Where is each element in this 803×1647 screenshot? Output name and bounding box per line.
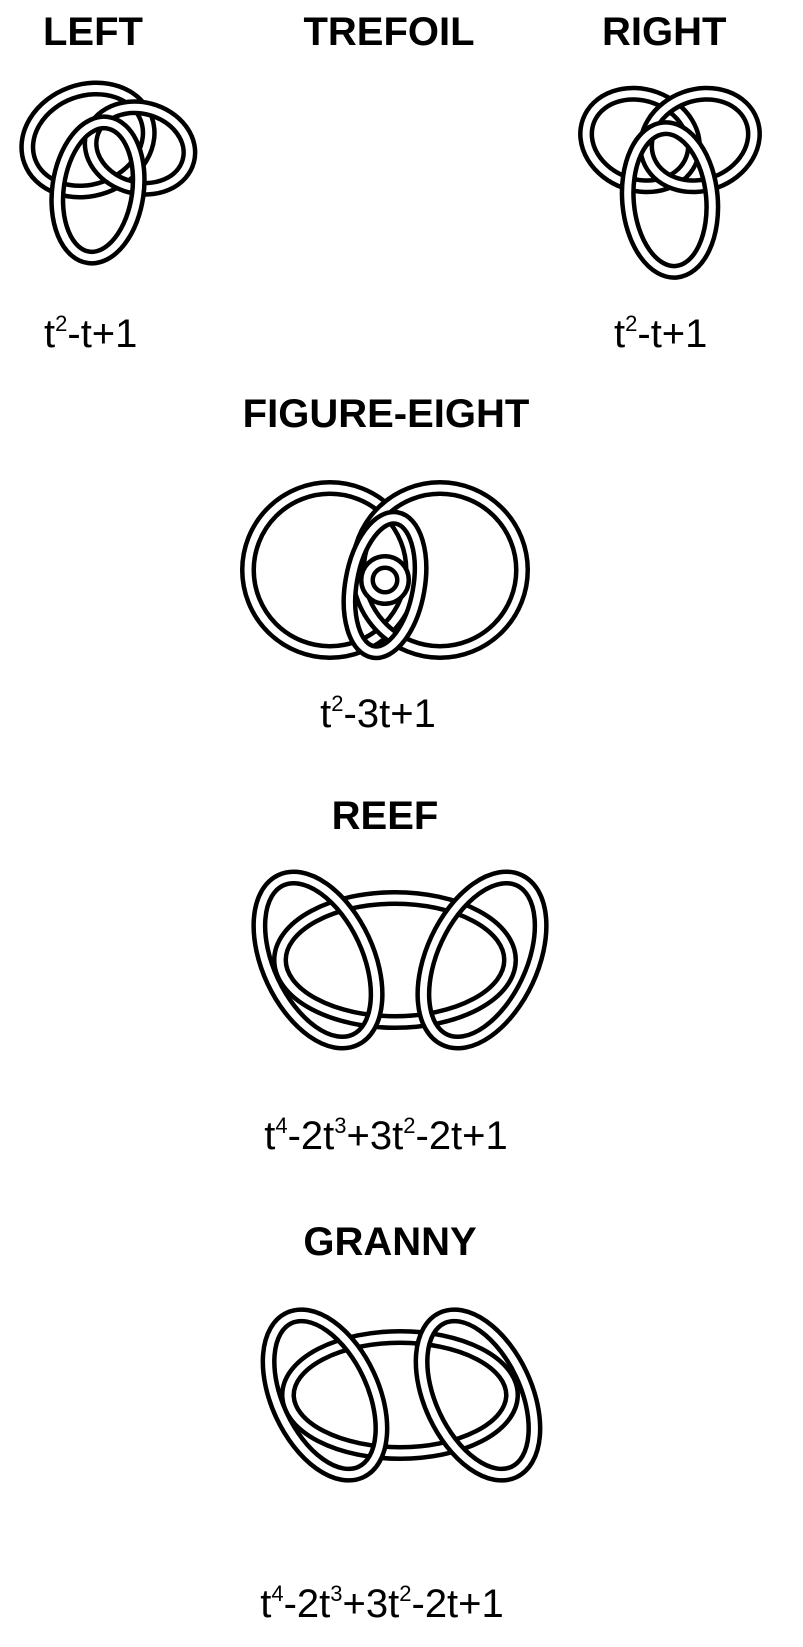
granny-knot-diagram xyxy=(0,0,803,1540)
poly-term: -2t xyxy=(284,1582,331,1626)
poly-exponent: 4 xyxy=(271,1581,283,1606)
poly-term: +3t xyxy=(343,1582,400,1626)
poly-exponent: 3 xyxy=(330,1581,342,1606)
poly-exponent: 2 xyxy=(399,1581,411,1606)
granny-strands xyxy=(246,1298,558,1493)
poly-term: -2t+1 xyxy=(411,1582,503,1626)
granny-polynomial: t4-2t3+3t2-2t+1 xyxy=(260,1580,504,1628)
poly-term: t xyxy=(260,1582,271,1626)
